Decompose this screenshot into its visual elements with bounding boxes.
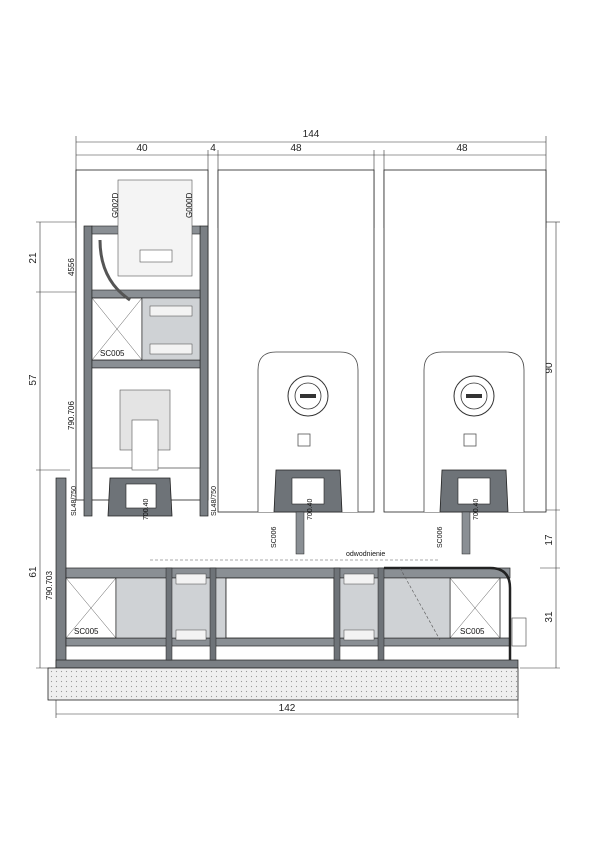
dim-31: 31 bbox=[544, 611, 555, 623]
label-sc006-middle: SC006 bbox=[271, 526, 278, 548]
dim-total-top: 144 bbox=[303, 129, 320, 140]
sash-holder-middle bbox=[273, 469, 343, 555]
label-4556: 4556 bbox=[67, 258, 76, 276]
floor-slab bbox=[47, 667, 519, 701]
bottom-track-frame bbox=[55, 477, 527, 669]
sash-holder-right bbox=[439, 469, 509, 555]
dim-17: 17 bbox=[544, 534, 555, 546]
label-790-706: 790.706 bbox=[67, 401, 76, 430]
dim-90: 90 bbox=[544, 362, 555, 374]
label-g002d: G002D bbox=[111, 192, 120, 218]
glass-panel-middle bbox=[217, 169, 375, 513]
glass-panel-right bbox=[383, 169, 547, 513]
label-sc005-lower-left: SC005 bbox=[74, 627, 99, 636]
right-dimensions bbox=[520, 221, 560, 669]
label-odwodnienie: odwodnienie bbox=[346, 551, 385, 558]
sash-holder-left bbox=[107, 477, 173, 517]
label-700-40-middle: 700.40 bbox=[307, 498, 314, 520]
label-sl48-right: SL48/750 bbox=[211, 486, 218, 516]
dim-4: 4 bbox=[210, 143, 216, 154]
label-790-703: 790.703 bbox=[45, 571, 54, 600]
label-sl48-left: SL48/750 bbox=[71, 486, 78, 516]
dim-48-a: 48 bbox=[290, 143, 302, 154]
fixed-frame-profile bbox=[83, 179, 209, 517]
bottom-dimension bbox=[55, 700, 519, 718]
label-700-40-right: 700.40 bbox=[473, 498, 480, 520]
label-g000d: G000D bbox=[185, 192, 194, 218]
dim-142: 142 bbox=[279, 703, 296, 714]
label-sc005-upper: SC005 bbox=[100, 349, 125, 358]
label-700-40-left: 700.40 bbox=[143, 498, 150, 520]
dim-40: 40 bbox=[136, 143, 148, 154]
dim-48-b: 48 bbox=[456, 143, 468, 154]
label-sc005-lower-right: SC005 bbox=[460, 627, 485, 636]
dim-61: 61 bbox=[28, 566, 39, 578]
dim-21: 21 bbox=[28, 252, 39, 264]
label-sc006-right: SC006 bbox=[437, 526, 444, 548]
dim-57: 57 bbox=[28, 374, 39, 386]
